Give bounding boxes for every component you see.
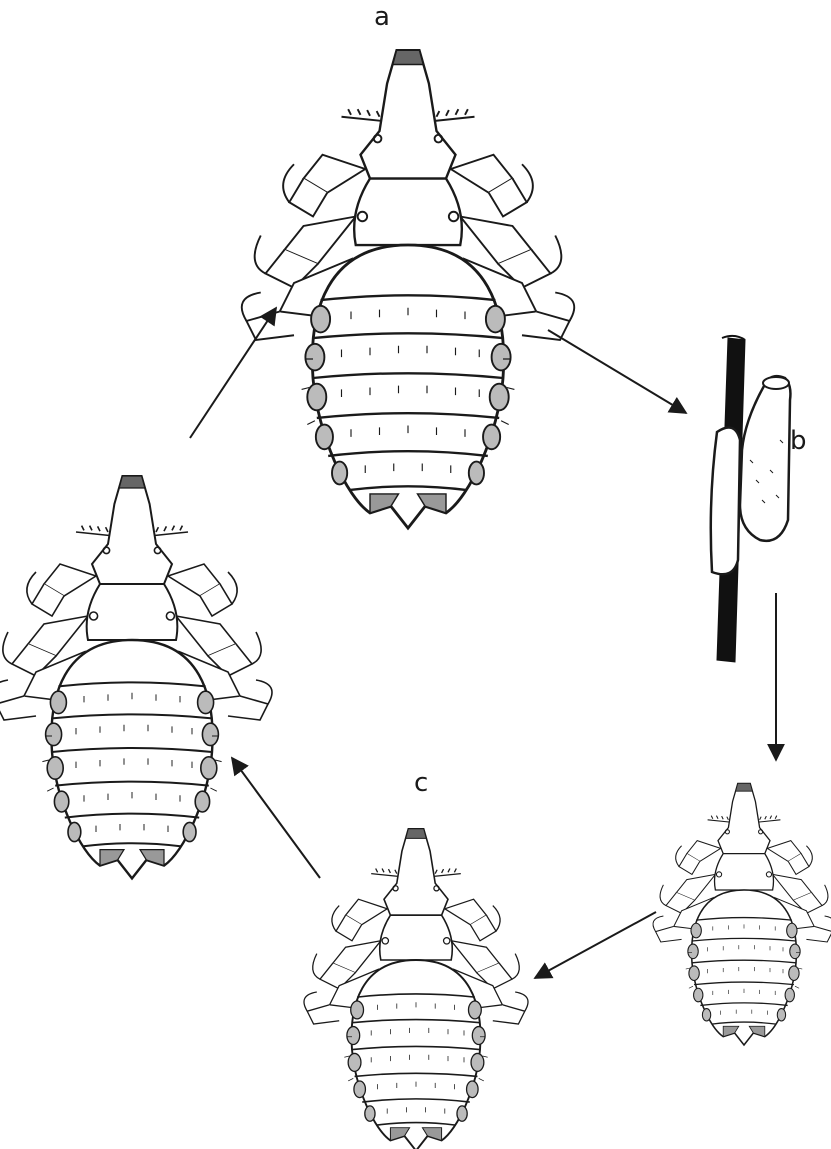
arrow-nymph-medium-to-nymph-large: [232, 758, 320, 878]
arrow-adult-to-egg: [548, 330, 686, 413]
arrow-nymph-large-to-adult: [190, 308, 276, 438]
arrow-nymph-small-to-nymph-medium: [535, 912, 656, 978]
egg-on-hair: [711, 336, 791, 662]
nymph-small: [653, 783, 831, 1045]
adult-louse: [242, 50, 575, 528]
nymph-medium: [304, 829, 528, 1149]
nymph-large: [0, 476, 272, 878]
